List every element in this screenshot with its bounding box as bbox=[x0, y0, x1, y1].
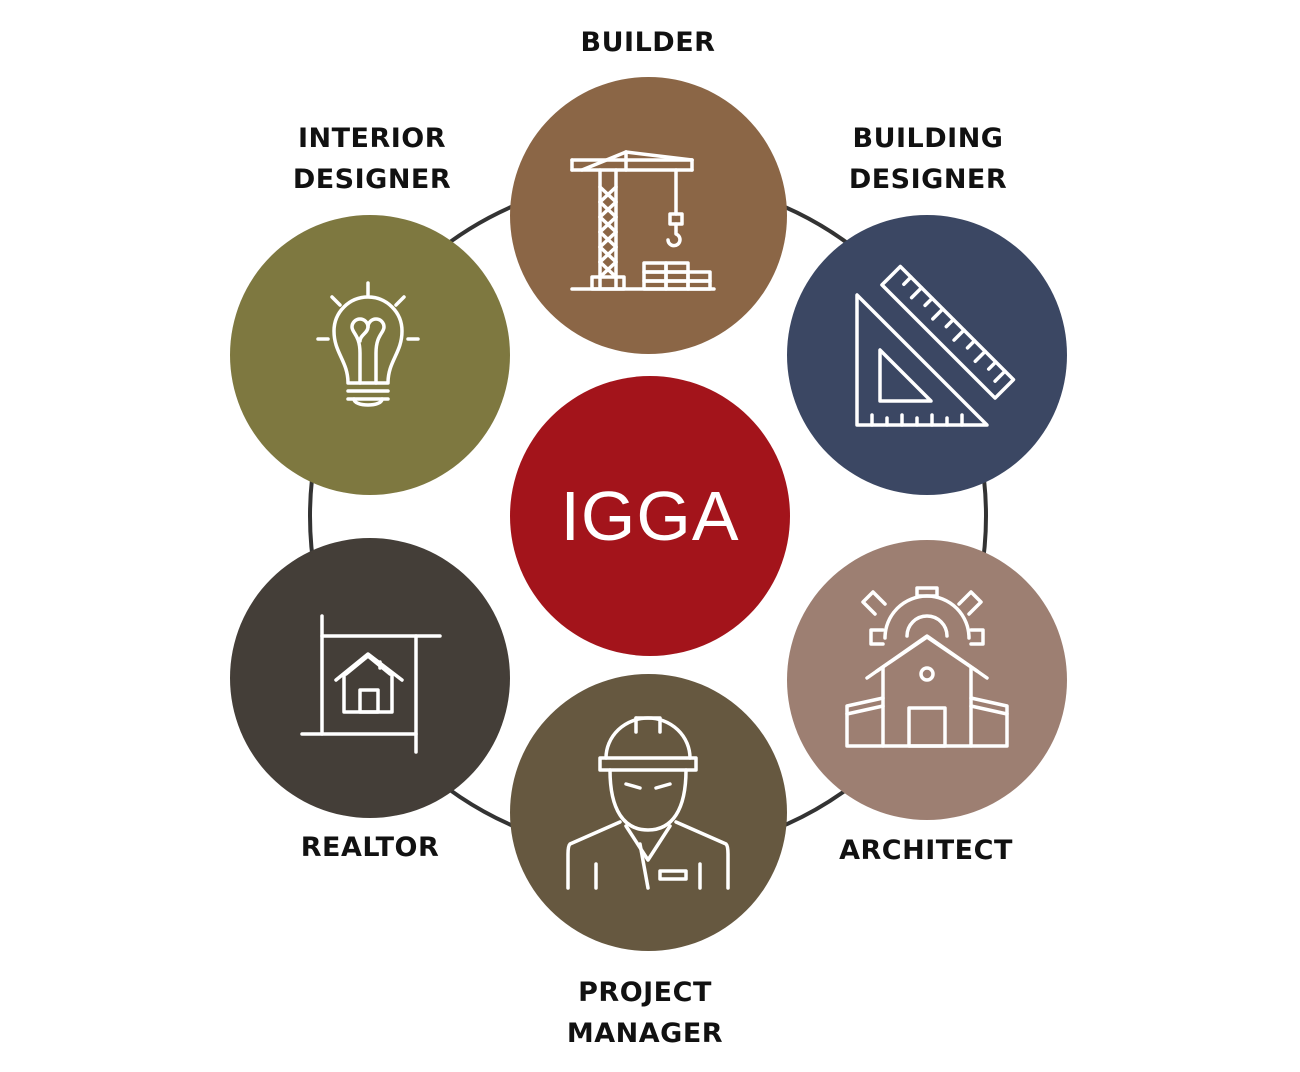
label-building-designer: BUILDING DESIGNER bbox=[848, 123, 1008, 195]
builder-circle bbox=[510, 77, 787, 354]
hardhat-worker-icon bbox=[566, 716, 730, 890]
crane-icon bbox=[570, 150, 716, 291]
realtor-circle bbox=[230, 538, 510, 818]
label-interior-designer: INTERIOR DESIGNER bbox=[292, 123, 452, 195]
label-project-manager: PROJECT MANAGER bbox=[566, 977, 724, 1049]
label-realtor: REALTOR bbox=[300, 832, 440, 863]
label-builder: BUILDER bbox=[580, 27, 716, 58]
project-manager-circle bbox=[510, 674, 787, 951]
house-plan-icon bbox=[300, 614, 442, 754]
lightbulb-icon bbox=[316, 281, 420, 407]
building-designer-circle bbox=[787, 215, 1067, 495]
architect-circle bbox=[787, 540, 1067, 820]
label-architect: ARCHITECT bbox=[839, 835, 1013, 866]
interior-designer-circle bbox=[230, 215, 510, 495]
igga-center-circle: IGGA bbox=[510, 376, 790, 656]
house-gear-icon bbox=[845, 586, 1009, 748]
set-square-ruler-icon bbox=[855, 264, 1016, 427]
igga-label: IGGA bbox=[560, 477, 740, 555]
